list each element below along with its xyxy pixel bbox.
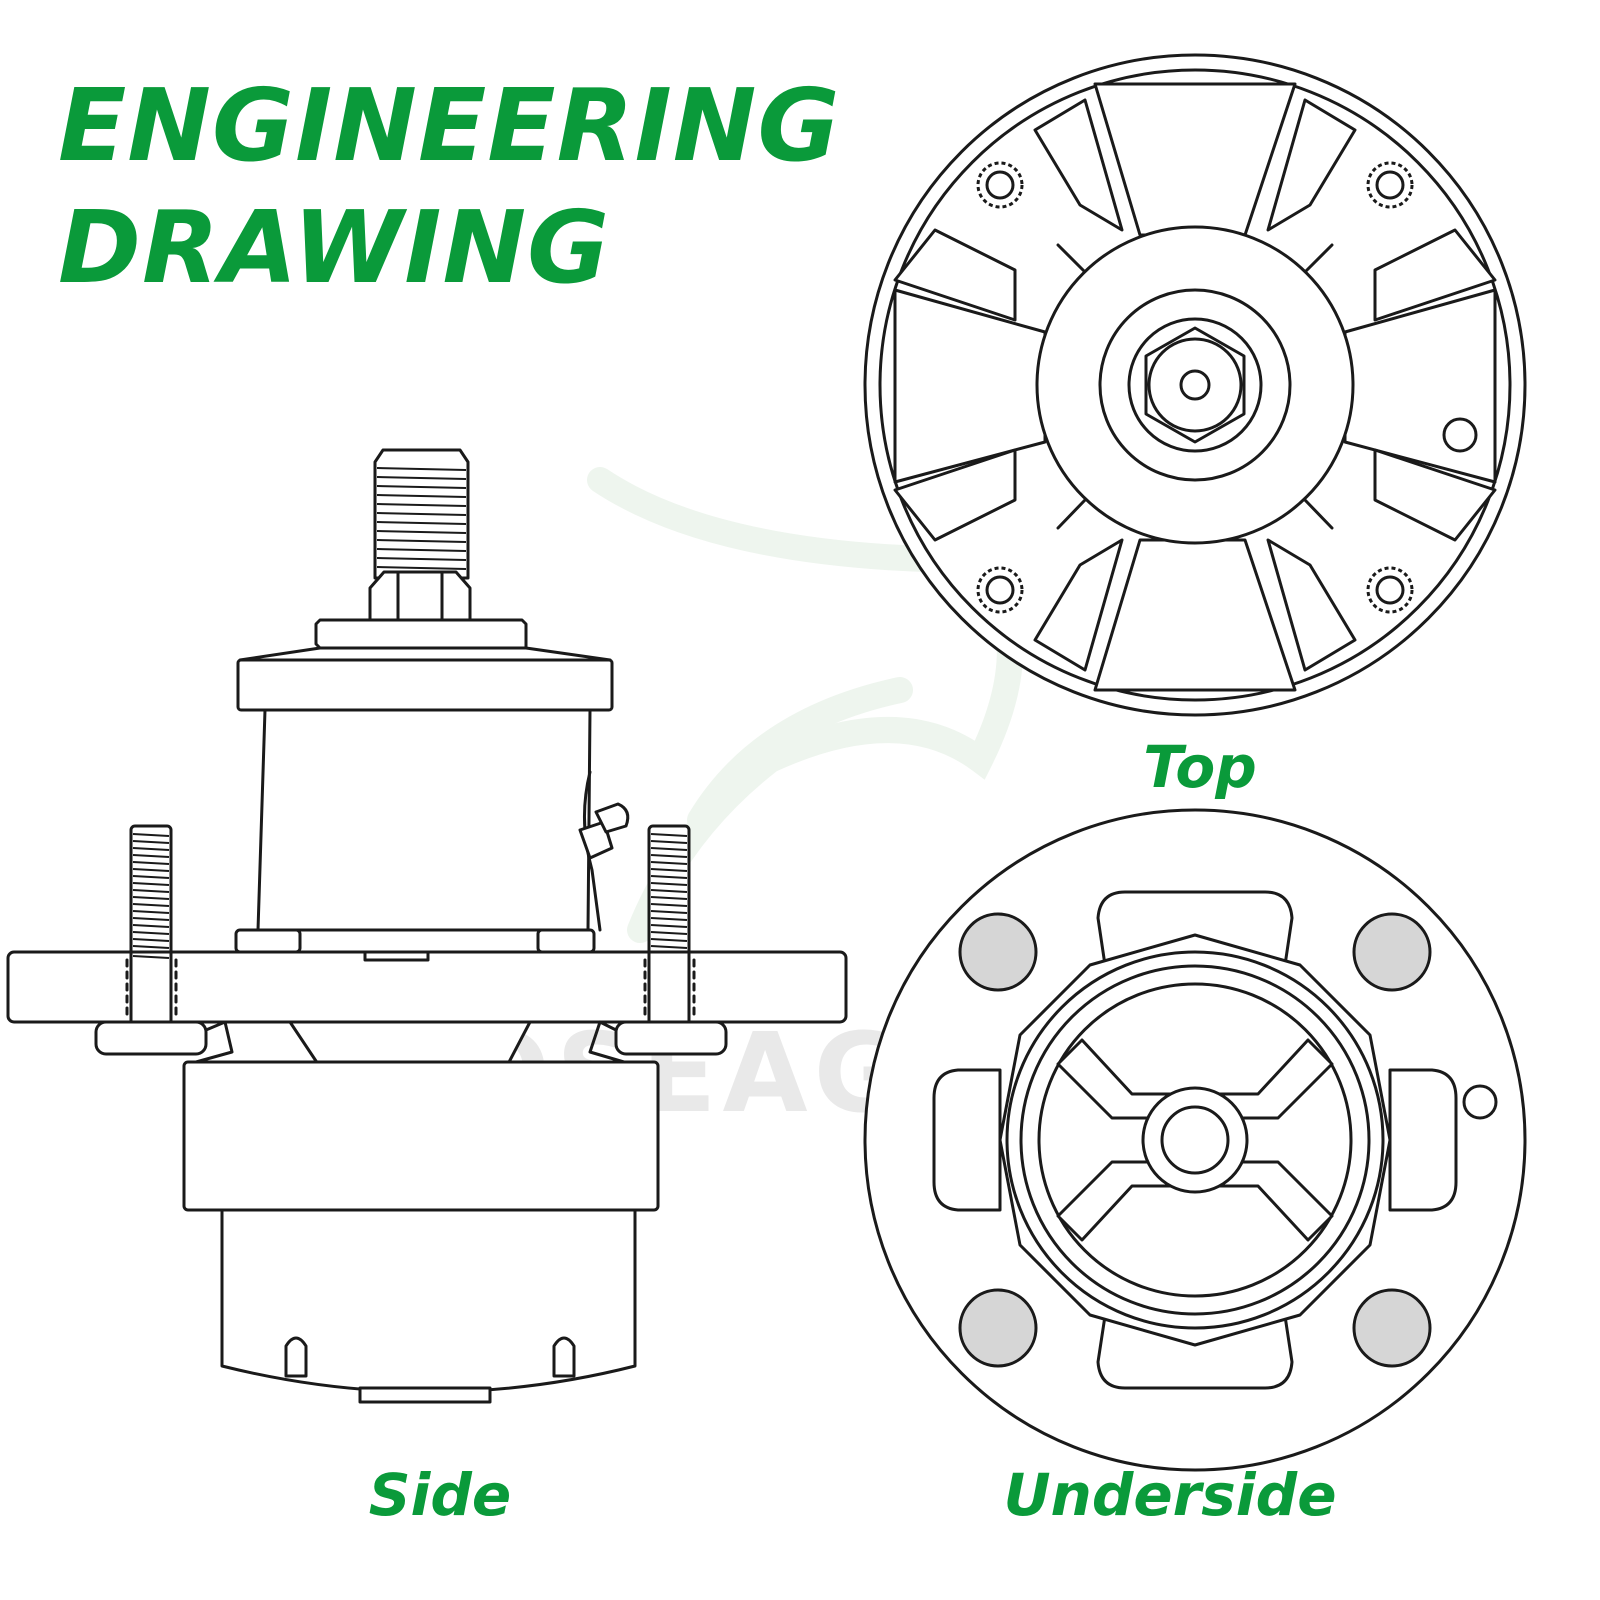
- title-line-2: DRAWING: [58, 189, 611, 306]
- underside-seal-inner: [1019, 964, 1371, 1316]
- grease-fitting: [578, 802, 630, 860]
- underside-hub: [1141, 1086, 1249, 1194]
- underside-bore: [1160, 1105, 1230, 1175]
- top-nut-face: [1147, 337, 1243, 433]
- top-hub-washer: [1127, 317, 1263, 453]
- top-cooling-fins: [893, 82, 1497, 692]
- pulley-hub: [220, 1208, 637, 1404]
- caption-top-view: Top: [1143, 733, 1257, 801]
- flange-nuts: [94, 1020, 728, 1064]
- top-cap: [236, 618, 614, 712]
- caption-side-view: Side: [368, 1461, 512, 1529]
- top-serrated-bolt-holes: [976, 161, 1414, 614]
- underside-seal-lip: [1037, 982, 1353, 1298]
- underside-bolt-bosses: [958, 912, 1432, 1368]
- top-inner-rim: [878, 68, 1512, 702]
- top-grease-hole: [1442, 417, 1478, 453]
- underside-grease-hole: [1462, 1084, 1498, 1120]
- top-alignment-ticks: [1056, 243, 1334, 530]
- caption-underside-view: Underside: [1003, 1461, 1337, 1529]
- underside-lobes: [932, 890, 1458, 1390]
- spindle-shaft-threaded: [373, 448, 470, 580]
- title-line-1: ENGINEERING: [58, 67, 841, 184]
- top-shaft-center: [1179, 369, 1211, 401]
